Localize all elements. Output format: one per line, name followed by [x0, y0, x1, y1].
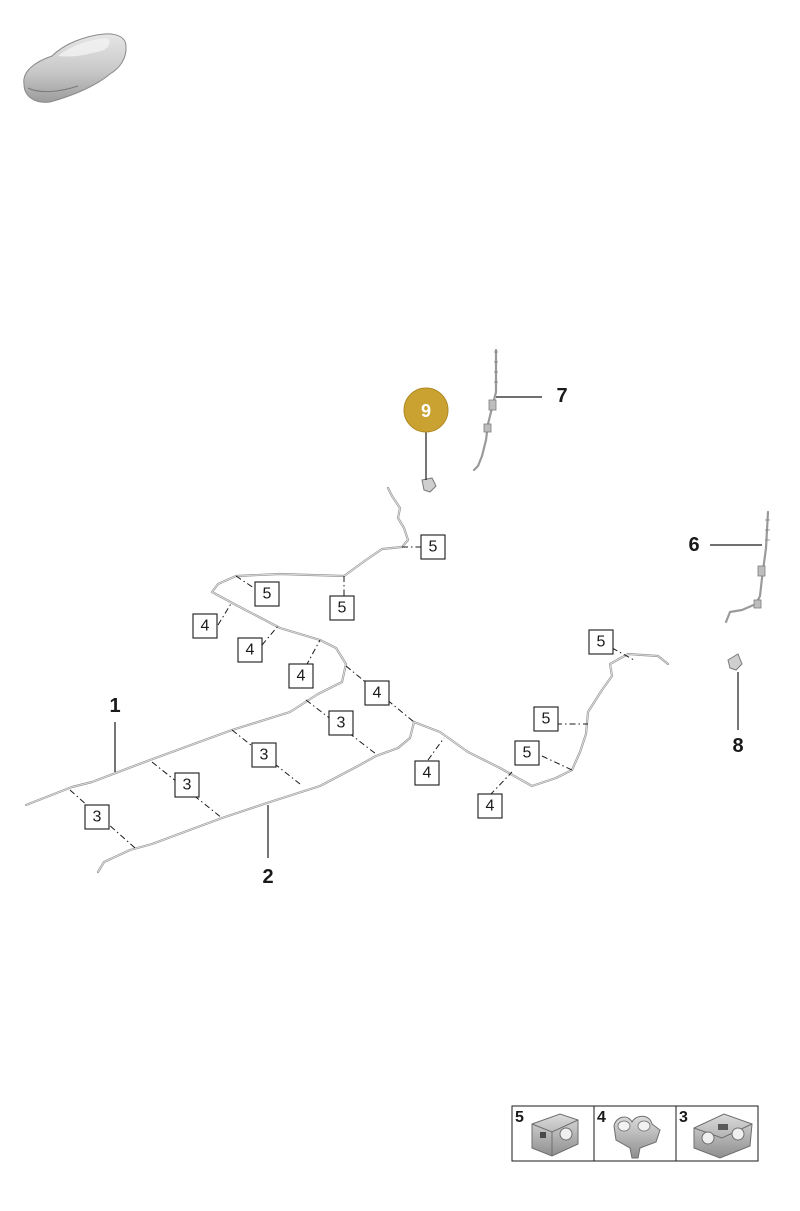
callout-5-e[interactable]: 5	[533, 706, 559, 732]
callout-5-c[interactable]: 5	[329, 595, 355, 621]
car-silhouette-icon	[23, 33, 127, 103]
callout-label: 4	[373, 685, 382, 702]
clip-type-4-icon	[613, 1115, 661, 1159]
brake-hose-6	[724, 510, 770, 624]
brake-line-2	[96, 652, 670, 874]
clip-legend: 5 4 3	[511, 1105, 759, 1162]
callout-label: 4	[423, 765, 432, 782]
part-label-6[interactable]: 6	[688, 534, 699, 556]
callout-label: 3	[260, 747, 269, 764]
callout-4-b[interactable]: 4	[237, 637, 263, 663]
callout-5-b[interactable]: 5	[254, 581, 280, 607]
clip-type-3-icon	[693, 1113, 753, 1159]
callout-label: 4	[486, 798, 495, 815]
part-label-8[interactable]: 8	[732, 735, 743, 757]
callout-5-a[interactable]: 5	[420, 534, 446, 560]
callout-5-f[interactable]: 5	[514, 740, 540, 766]
callout-label: 3	[183, 777, 192, 794]
part-label-1[interactable]: 1	[109, 695, 120, 717]
callout-3-b[interactable]: 3	[251, 742, 277, 768]
part-badge-9[interactable]: 9	[403, 387, 449, 433]
callout-label: 3	[93, 809, 102, 826]
part-label-7[interactable]: 7	[556, 385, 567, 407]
legend-label-4: 4	[597, 1109, 606, 1126]
callout-label: 4	[201, 618, 210, 635]
callout-4-a[interactable]: 4	[192, 613, 218, 639]
part-label-9[interactable]: 9	[421, 401, 431, 421]
bracket-part-9	[421, 477, 437, 493]
callout-3-d[interactable]: 3	[84, 804, 110, 830]
callout-5-d[interactable]: 5	[588, 629, 614, 655]
callout-label: 5	[429, 539, 438, 556]
callout-label: 5	[523, 745, 532, 762]
callout-3-a[interactable]: 3	[328, 710, 354, 736]
callout-4-c[interactable]: 4	[288, 663, 314, 689]
callout-label: 5	[542, 711, 551, 728]
part-label-2[interactable]: 2	[262, 866, 273, 888]
bracket-part-8	[727, 653, 743, 671]
callout-4-d[interactable]: 4	[364, 680, 390, 706]
callout-label: 5	[263, 586, 272, 603]
callout-4-f[interactable]: 4	[477, 793, 503, 819]
legend-label-5: 5	[515, 1109, 524, 1126]
callout-label: 5	[597, 634, 606, 651]
brake-hose-7	[472, 348, 498, 472]
callout-3-c[interactable]: 3	[174, 772, 200, 798]
callout-label: 3	[337, 715, 346, 732]
callout-label: 5	[338, 600, 347, 617]
callout-label: 4	[297, 668, 306, 685]
clip-type-5-icon	[531, 1113, 579, 1157]
legend-label-3: 3	[679, 1109, 688, 1126]
brake-line-1	[24, 486, 410, 807]
callout-label: 4	[246, 642, 255, 659]
callout-4-e[interactable]: 4	[414, 760, 440, 786]
